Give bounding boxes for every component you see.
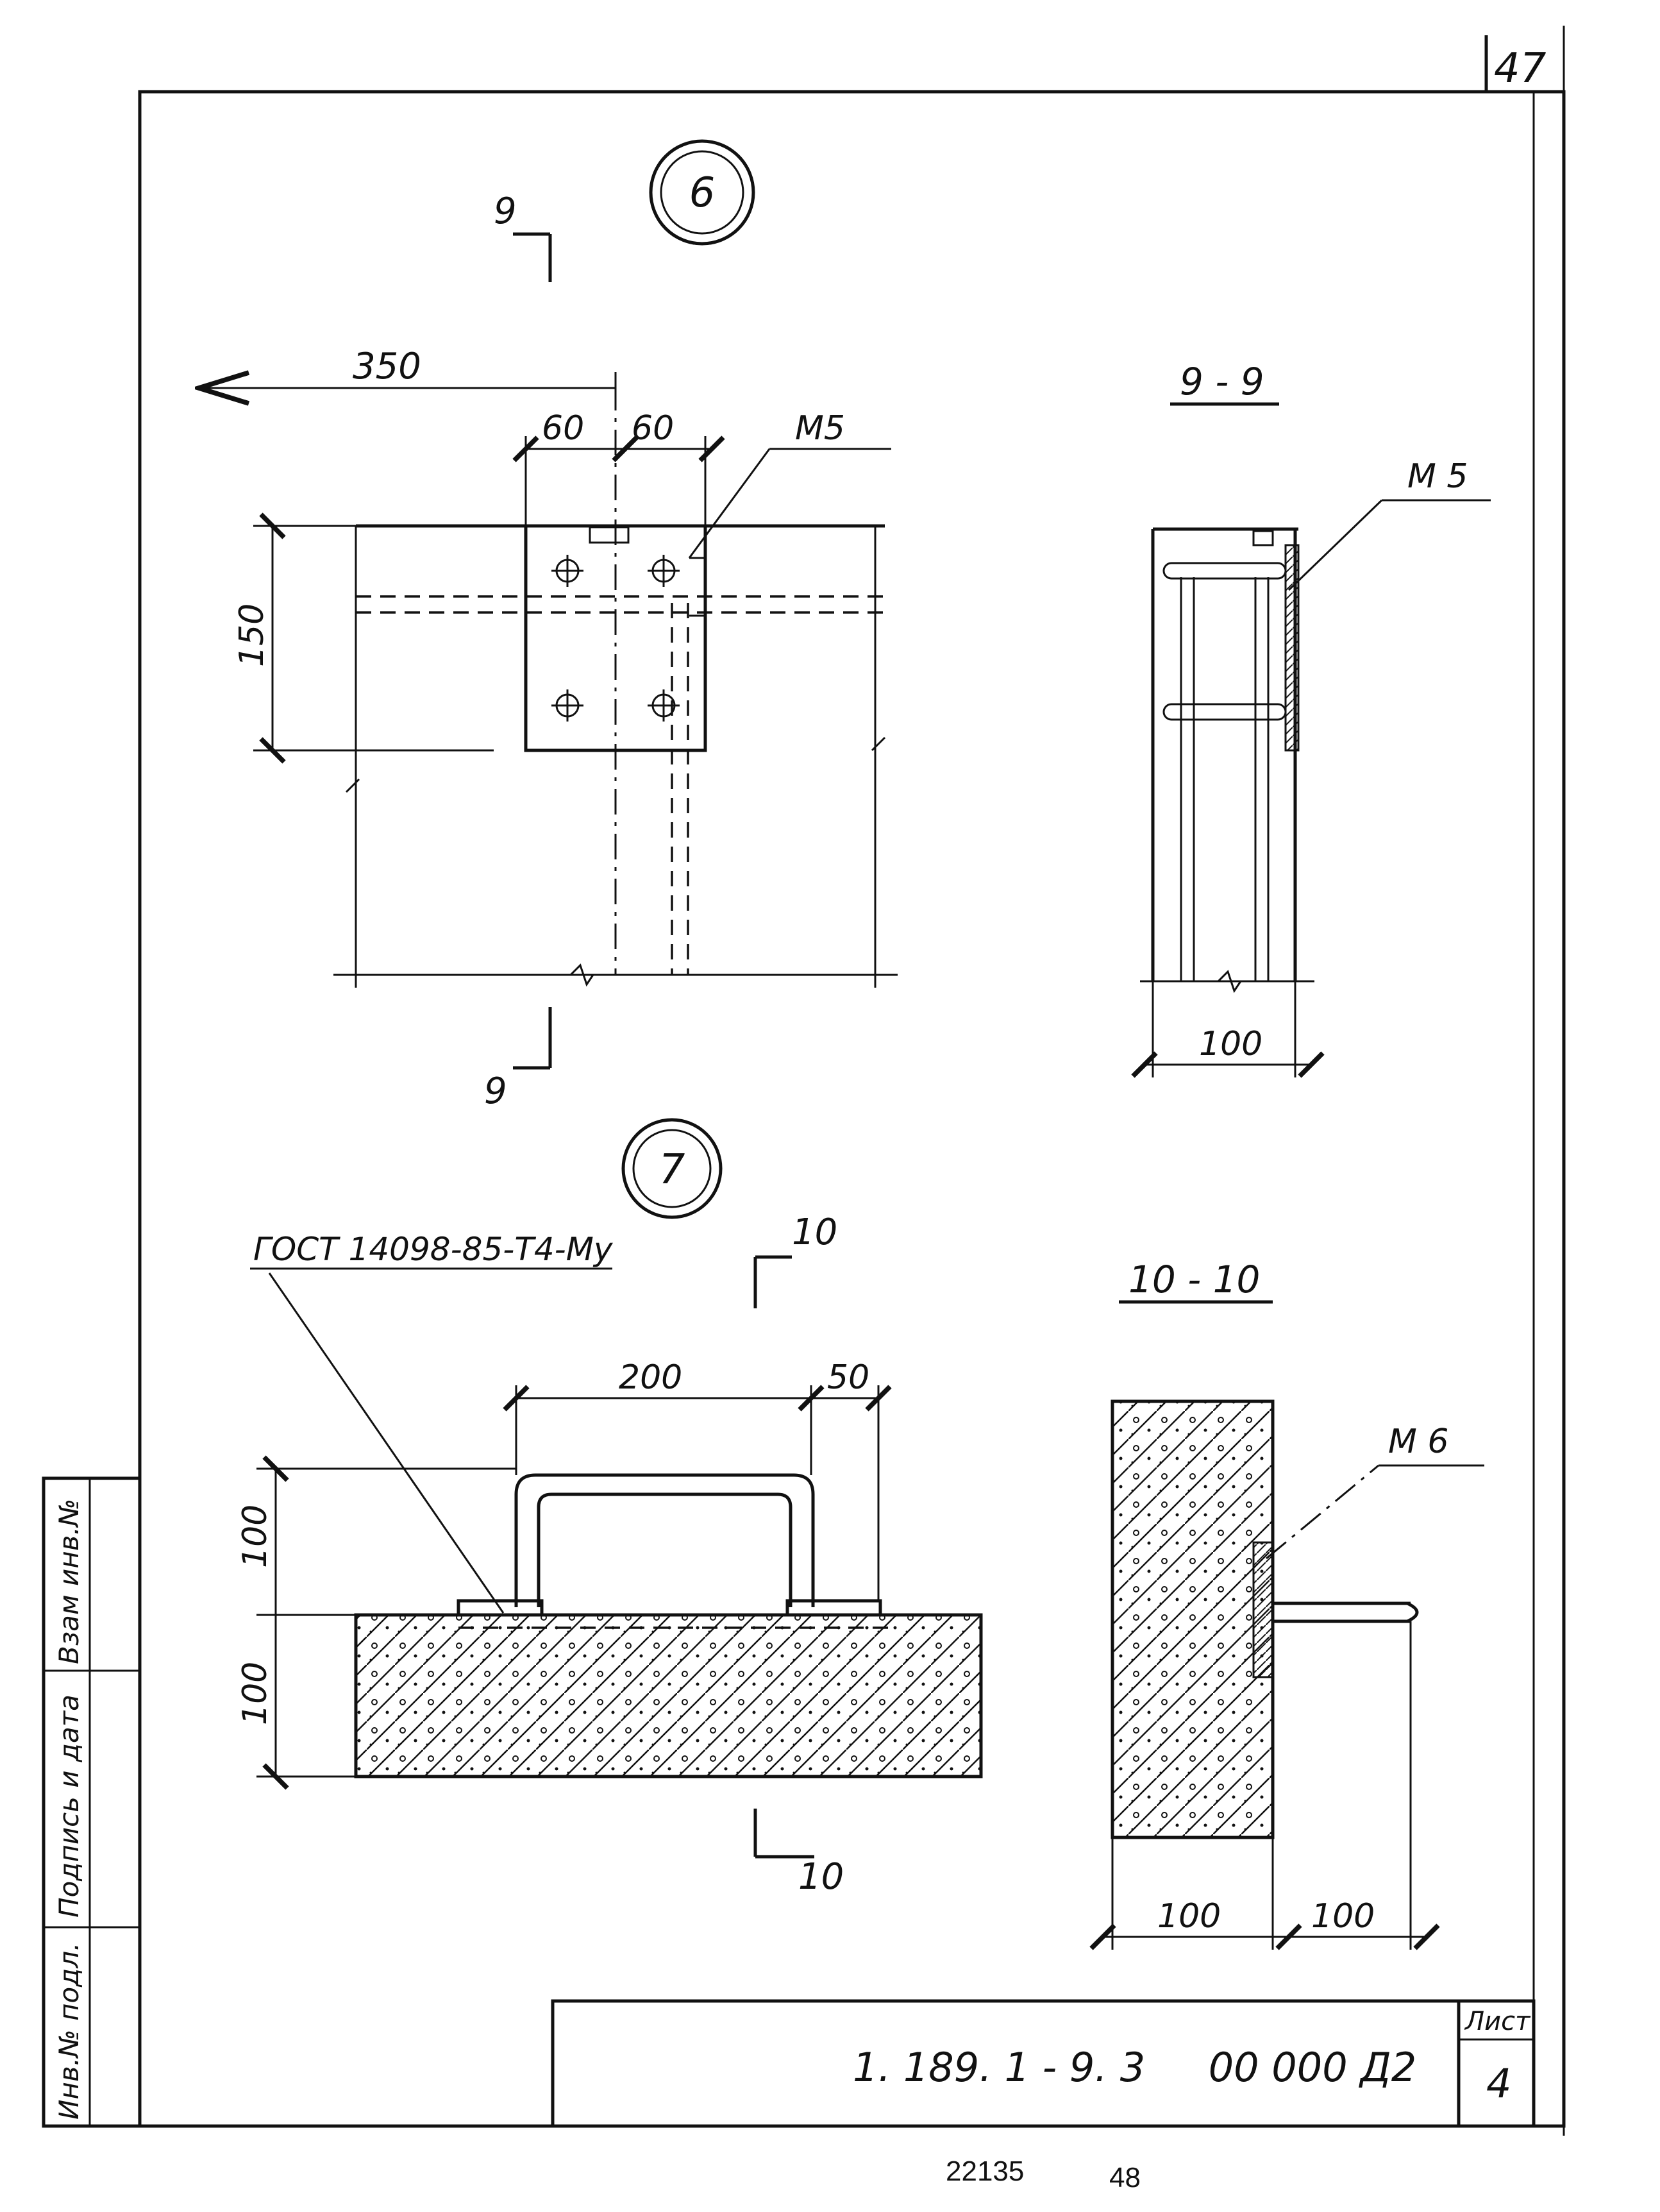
sheet-corner-number: 47 — [1494, 45, 1547, 92]
sheet-number: 4 — [1486, 2060, 1511, 2107]
bolt-icon — [551, 555, 583, 587]
detail-6-callout — [649, 139, 755, 246]
dim-150: 150 — [233, 604, 271, 667]
detail-7-slab — [354, 1613, 983, 1778]
section-mark-10-top — [753, 1255, 792, 1308]
section-mark-9-bottom-label: 9 — [484, 1070, 507, 1112]
side-stamp-cell-signature: Подпись и дата — [53, 1694, 85, 1918]
sheet-frame — [138, 26, 1566, 2136]
bolt-icon — [648, 689, 680, 722]
detail-7-callout-number: 7 — [659, 1146, 685, 1194]
detail-7-callout — [621, 1118, 723, 1219]
bolt-icon — [648, 555, 680, 587]
title-block — [551, 1999, 1536, 2128]
detail-6-plan — [333, 385, 898, 988]
section-9-9-part-label: M 5 — [1407, 457, 1468, 496]
document-code: 1. 189. 1 - 9. 3 00 000 Д2 — [853, 2044, 1416, 2091]
detail-7-handle — [457, 1473, 882, 1617]
standard-reference: ГОСТ 14098-85-Т4-Му — [253, 1231, 614, 1268]
dim-350: 350 — [353, 346, 421, 387]
detail-7-dimensions — [256, 1385, 892, 1790]
section-10-10-part-label: M 6 — [1388, 1423, 1448, 1461]
dim-100-lower: 100 — [236, 1662, 274, 1725]
section-10-10-dim-left: 100 — [1157, 1897, 1221, 1936]
section-mark-10-bottom-label: 10 — [798, 1856, 844, 1898]
section-mark-9-top — [513, 232, 552, 282]
dim-50: 50 — [827, 1358, 869, 1397]
section-9-9-title: 9 - 9 — [1180, 360, 1264, 403]
bolt-icon — [551, 689, 583, 722]
section-9-9-view — [1131, 499, 1491, 1078]
dim-100-upper: 100 — [236, 1505, 274, 1568]
side-stamp-cell-replace: Взам инв.№ — [53, 1499, 85, 1664]
sheet-label: Лист — [1464, 2007, 1531, 2036]
section-10-10-dim-right: 100 — [1311, 1897, 1375, 1936]
side-stamp-cell-inventory: Инв.№ подл. — [53, 1943, 85, 2120]
detail-6-callout-number: 6 — [689, 169, 716, 217]
archive-number: 22135 — [946, 2156, 1024, 2187]
detail-6-bolts — [551, 555, 680, 722]
dim-200: 200 — [619, 1358, 682, 1397]
detail-6-dimensions — [199, 372, 891, 764]
section-10-10-title: 10 - 10 — [1128, 1258, 1260, 1301]
section-mark-10-bottom — [753, 1809, 814, 1859]
dim-60-left: 60 — [542, 409, 584, 448]
section-mark-9-top-label: 9 — [494, 190, 517, 232]
section-mark-10-top-label: 10 — [792, 1212, 837, 1253]
section-10-10-view — [1089, 1399, 1484, 1950]
page-number: 48 — [1109, 2162, 1141, 2193]
dim-60-right: 60 — [632, 409, 674, 448]
part-label-m5: M5 — [795, 409, 845, 448]
side-stamp — [42, 1476, 142, 2128]
section-mark-9-bottom — [513, 1007, 552, 1070]
section-9-9-dim: 100 — [1199, 1025, 1262, 1063]
